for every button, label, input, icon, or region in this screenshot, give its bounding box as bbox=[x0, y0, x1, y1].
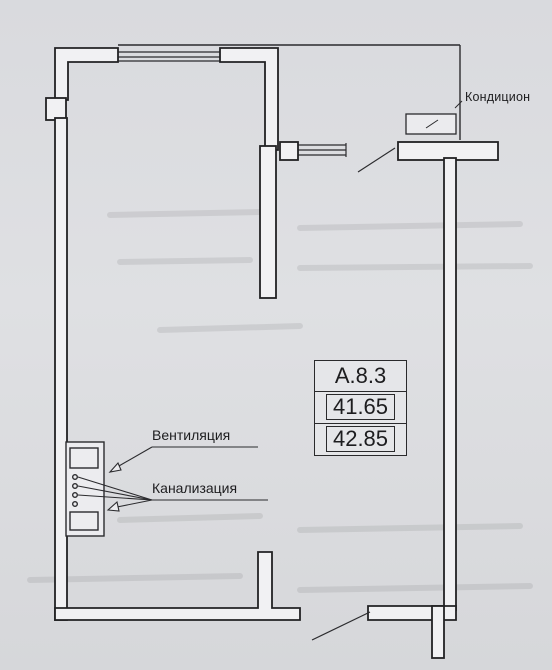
shaft-leaders bbox=[77, 446, 268, 512]
apartment-code-cell: A.8.3 bbox=[315, 361, 406, 393]
sewer-label: Канализация bbox=[152, 480, 238, 496]
wall-bottom-left bbox=[54, 551, 301, 621]
conditioner-leader bbox=[454, 100, 463, 109]
apartment-total-area-cell: 42.85 bbox=[315, 424, 406, 455]
wall-column-small bbox=[279, 141, 299, 161]
apartment-living-area-cell: 41.65 bbox=[315, 392, 406, 424]
background-print-texture bbox=[27, 209, 533, 593]
apartment-info-box: A.8.3 41.65 42.85 bbox=[314, 360, 407, 456]
ventilation-label: Вентиляция bbox=[152, 427, 231, 443]
wall-column-left bbox=[45, 97, 67, 121]
wall-partition bbox=[259, 145, 277, 299]
wall-right bbox=[443, 157, 457, 611]
door-lines bbox=[311, 147, 396, 641]
wall-top-left bbox=[54, 47, 119, 101]
conditioner-label: Кондицион bbox=[465, 90, 531, 104]
apartment-total-area: 42.85 bbox=[325, 426, 396, 453]
wall-top-right bbox=[219, 47, 279, 151]
apartment-code: A.8.3 bbox=[334, 363, 387, 389]
wall-left bbox=[54, 117, 68, 621]
windows bbox=[118, 51, 347, 157]
wall-stub-bottom bbox=[431, 605, 445, 659]
balcony-outline bbox=[118, 44, 461, 140]
air-conditioner-unit bbox=[405, 113, 457, 135]
apartment-living-area: 41.65 bbox=[325, 394, 396, 421]
utility-shaft bbox=[65, 441, 105, 537]
walls bbox=[45, 47, 499, 659]
